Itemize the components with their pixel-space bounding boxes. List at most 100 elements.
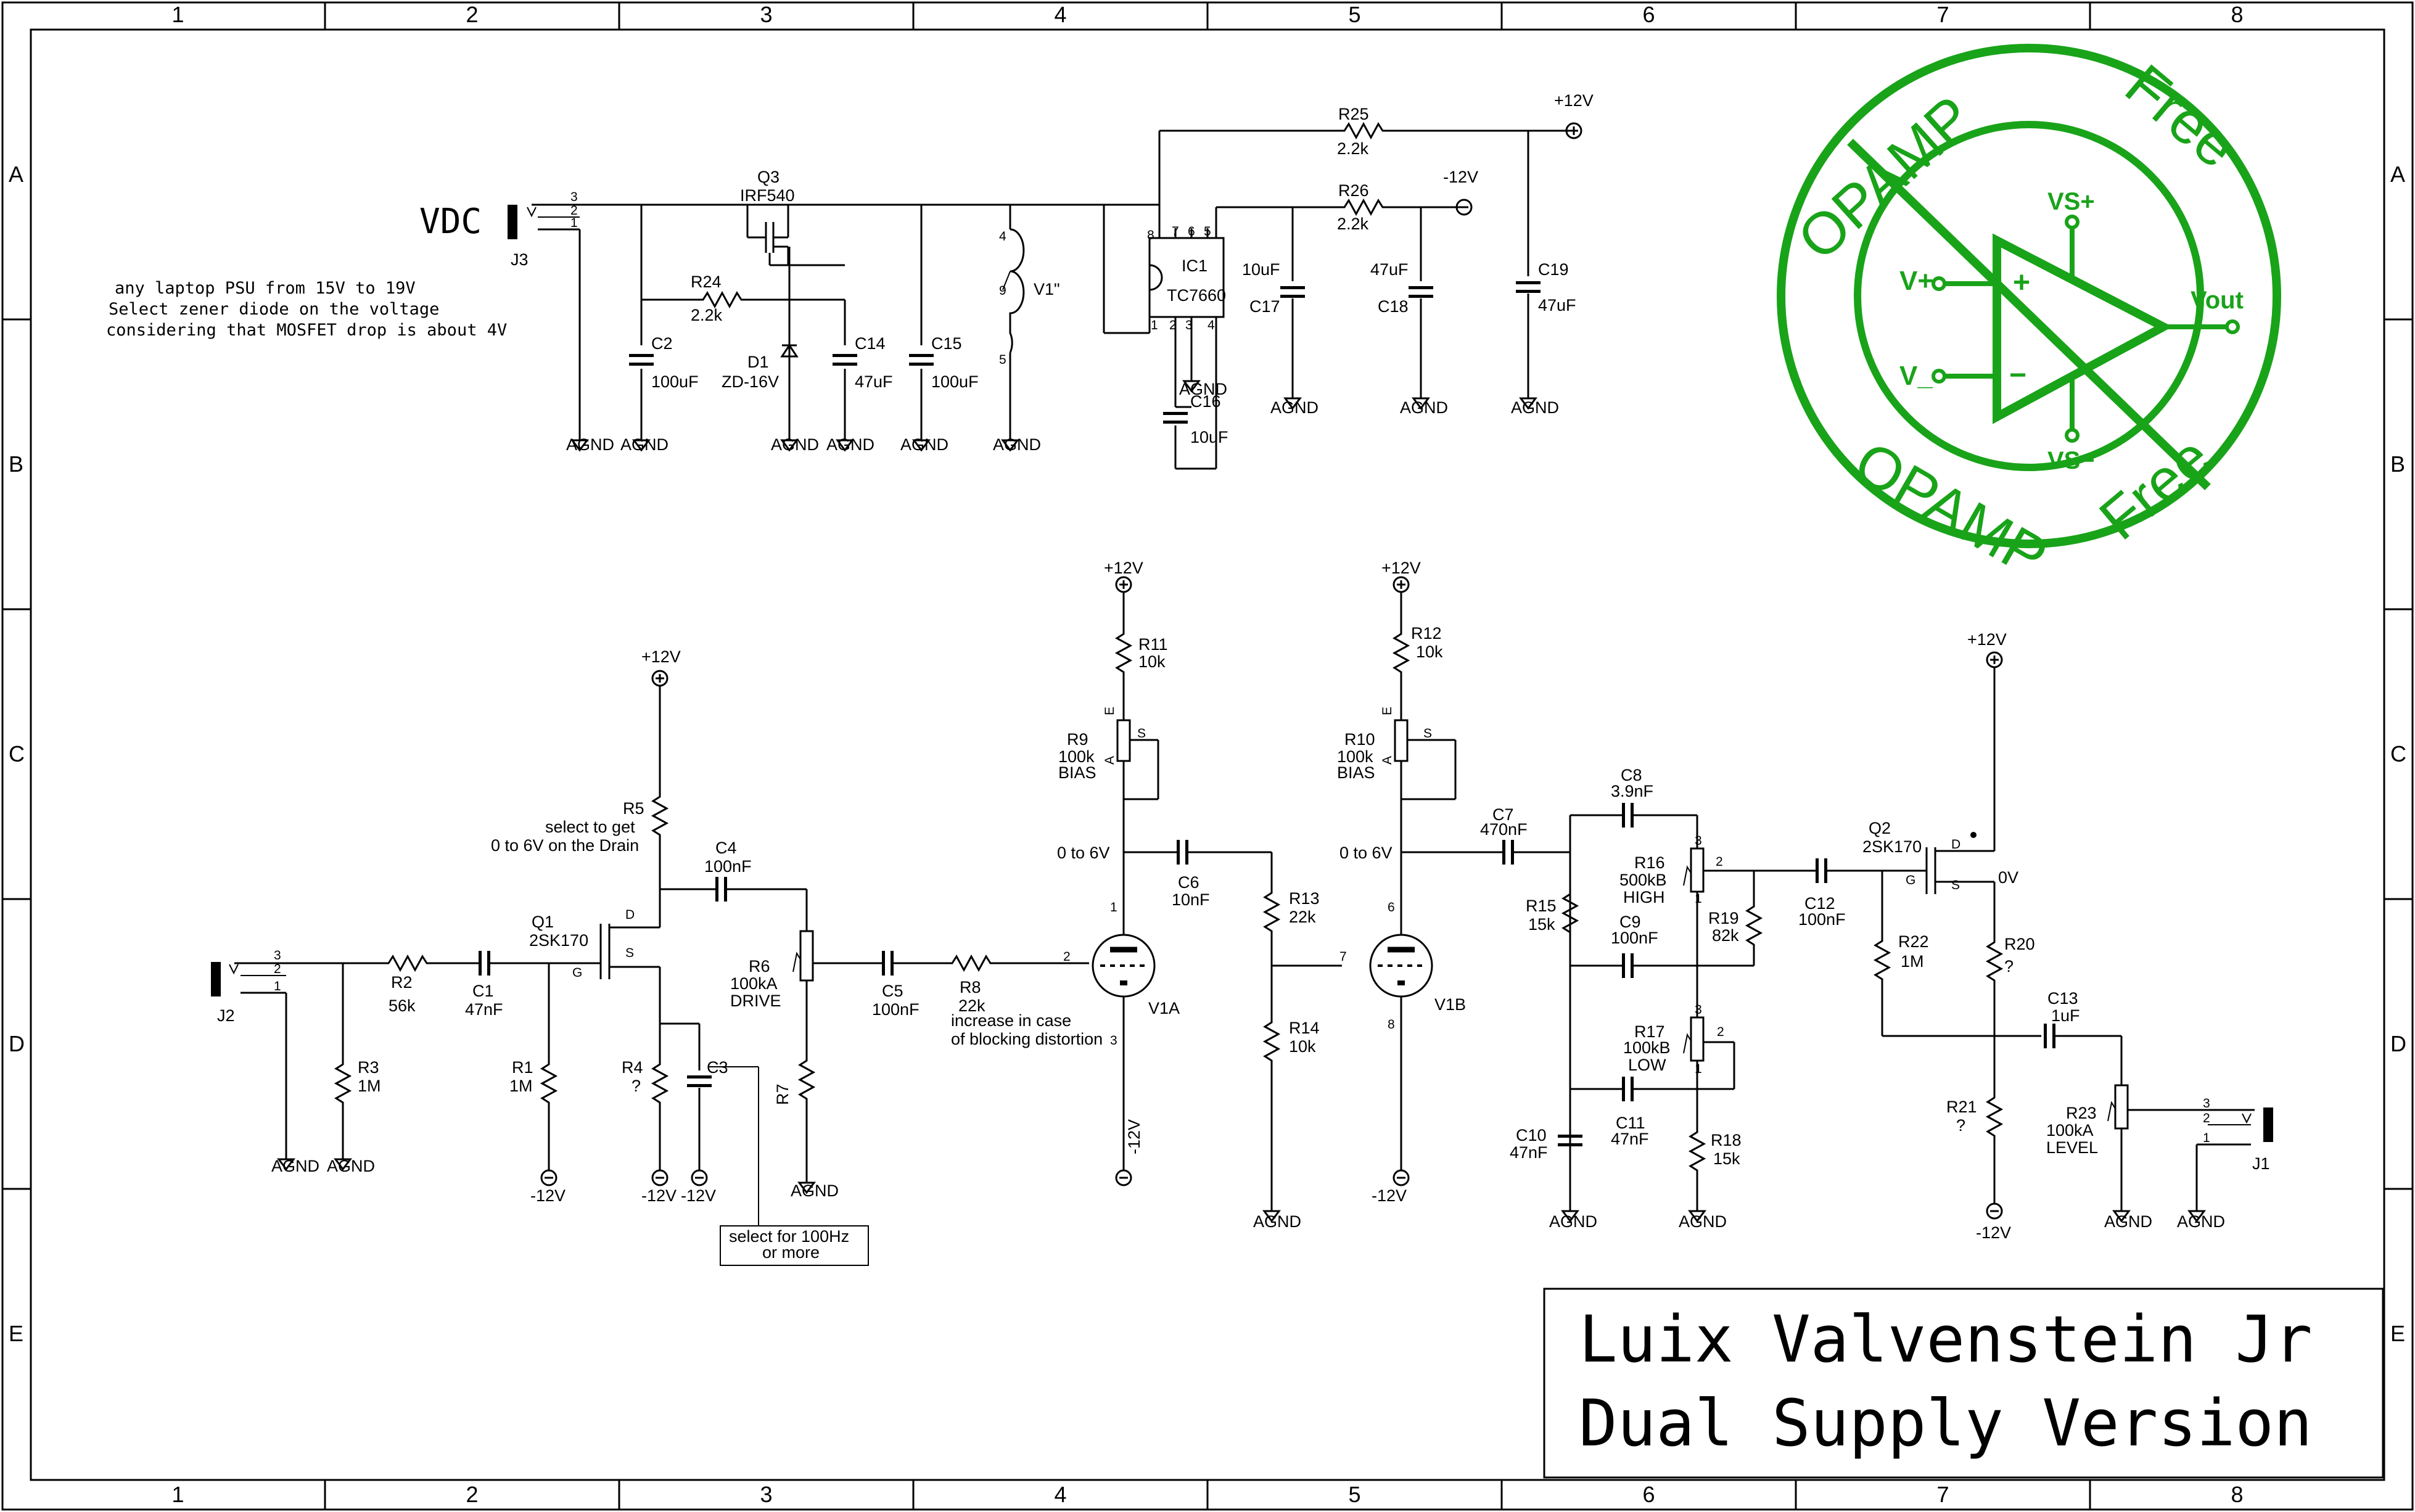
q2-label: Q2 bbox=[1869, 819, 1891, 837]
r7-label: R7 bbox=[773, 1083, 792, 1105]
r6-value: 100kA bbox=[730, 974, 778, 993]
j3-pin2: 2 bbox=[570, 203, 578, 218]
r9-pot[interactable] bbox=[1116, 719, 1131, 762]
r17-pot[interactable] bbox=[1690, 1016, 1705, 1062]
q3-label: Q3 bbox=[757, 168, 780, 186]
r19-value: 82k bbox=[1712, 926, 1739, 945]
c9-value: 100nF bbox=[1611, 929, 1658, 947]
j3-pin1: 1 bbox=[570, 216, 578, 230]
r23-pot[interactable] bbox=[2114, 1084, 2129, 1130]
r9-pin-e: E bbox=[1103, 707, 1117, 715]
c2-value: 100uF bbox=[651, 372, 699, 391]
c12-label: C12 bbox=[1804, 894, 1835, 913]
r3-value: 1M bbox=[358, 1077, 381, 1095]
j3-jack[interactable] bbox=[508, 205, 517, 239]
q2-gate: G bbox=[1906, 873, 1915, 887]
logo-plus: + bbox=[2013, 266, 2030, 299]
c14-label: C14 bbox=[855, 334, 886, 353]
c8-value: 3.9nF bbox=[1611, 782, 1653, 800]
svg-text:1: 1 bbox=[1110, 900, 1117, 914]
r5-note-2: 0 to 6V on the Drain bbox=[491, 836, 639, 855]
pos12-label: +12V bbox=[1381, 559, 1421, 577]
c10-value: 47nF bbox=[1510, 1143, 1548, 1162]
j1-jack[interactable] bbox=[2263, 1107, 2273, 1142]
c7-value: 470nF bbox=[1480, 820, 1528, 839]
r11-label: R11 bbox=[1138, 635, 1168, 654]
agnd-label: AGND bbox=[620, 435, 669, 454]
ic1-pin: 2 bbox=[1169, 318, 1177, 332]
j2-jack[interactable] bbox=[211, 962, 221, 996]
r23-name: LEVEL bbox=[2046, 1138, 2098, 1157]
agnd-label: AGND bbox=[2104, 1212, 2152, 1231]
c3-note-1: select for 100Hz bbox=[729, 1227, 849, 1246]
c17-label: C17 bbox=[1249, 297, 1280, 316]
c18-value: 47uF bbox=[1370, 260, 1409, 279]
j1-pin1: 1 bbox=[2203, 1131, 2210, 1145]
ic1-pin: 5 bbox=[1204, 224, 1211, 239]
tone-stack: C8 3.9nF R15 15k C9 100nF 2 3 1 R16 500k… bbox=[1510, 766, 1895, 1231]
v1a-label: V1A bbox=[1148, 999, 1180, 1017]
agnd-label: AGND bbox=[1179, 380, 1227, 398]
c13-label: C13 bbox=[2047, 989, 2078, 1008]
r24-label: R24 bbox=[691, 273, 722, 291]
j2-label: J2 bbox=[217, 1006, 235, 1025]
c17-value: 10uF bbox=[1242, 260, 1280, 279]
c1-value: 47nF bbox=[465, 1000, 503, 1019]
r9-value: 100k bbox=[1058, 747, 1095, 766]
c2-label: C2 bbox=[651, 334, 673, 353]
c10-label: C10 bbox=[1516, 1126, 1547, 1144]
opamp-free-logo: V+ V_ VS+ VS− Vout + − OPAMP Free OPAMP … bbox=[1777, 44, 2281, 591]
neg12-label: -12V bbox=[530, 1186, 566, 1205]
ic1-pin: 1 bbox=[1151, 318, 1158, 332]
c6-value: 10nF bbox=[1172, 890, 1210, 909]
r1-label: R1 bbox=[512, 1058, 533, 1077]
row-letter: A bbox=[9, 162, 23, 187]
r8-note-1: increase in case bbox=[951, 1011, 1071, 1030]
c5-value: 100nF bbox=[872, 1000, 920, 1019]
ic1-pin: 3 bbox=[1185, 318, 1193, 332]
r23-label: R23 bbox=[2066, 1104, 2097, 1122]
row-letter: E bbox=[9, 1321, 23, 1346]
r21-value: ? bbox=[1956, 1116, 1965, 1135]
logo-vminus: V_ bbox=[1899, 361, 1933, 391]
svg-text:1: 1 bbox=[1695, 892, 1702, 906]
c1-label: C1 bbox=[472, 982, 494, 1000]
q2-type: 2SK170 bbox=[1862, 837, 1922, 856]
vdc-label: VDC bbox=[419, 202, 482, 242]
neg12-label: -12V bbox=[641, 1186, 677, 1205]
title-line-1: Luix Valvenstein Jr bbox=[1579, 1302, 2313, 1377]
r23-value: 100kA bbox=[2046, 1121, 2094, 1140]
ic1-type: TC7660 bbox=[1167, 286, 1226, 305]
r4-label: R4 bbox=[622, 1058, 643, 1077]
output-stage: D S G Q2 2SK170 +12V 0V R22 1M R20 ? -12… bbox=[1862, 630, 2273, 1242]
r18-value: 15k bbox=[1713, 1149, 1740, 1168]
r10-pin-s: S bbox=[1423, 726, 1432, 741]
q1-type: 2SK170 bbox=[529, 931, 588, 950]
q2-source-voltage: 0V bbox=[1998, 868, 2018, 887]
c19-label: C19 bbox=[1538, 260, 1569, 279]
agnd-label: AGND bbox=[1400, 398, 1448, 417]
r16-pot[interactable] bbox=[1690, 847, 1705, 893]
logo-bottom-text: OPAMP bbox=[1844, 429, 2059, 591]
column-number: 4 bbox=[1055, 2, 1067, 27]
r22-value: 1M bbox=[1901, 952, 1924, 971]
svg-text:3: 3 bbox=[1695, 834, 1702, 848]
r10-value: 100k bbox=[1337, 747, 1373, 766]
ic1-pin: 8 bbox=[1147, 228, 1154, 242]
ic1-label: IC1 bbox=[1182, 257, 1208, 275]
column-number: 5 bbox=[1349, 1482, 1361, 1507]
agnd-label: AGND bbox=[1270, 398, 1319, 417]
r8-label: R8 bbox=[960, 978, 981, 996]
column-number: 4 bbox=[1055, 1482, 1067, 1507]
r26-value: 2.2k bbox=[1337, 215, 1369, 233]
r10-name: BIAS bbox=[1337, 763, 1375, 782]
row-letter: B bbox=[2390, 451, 2405, 477]
psu-note-2: Select zener diode on the voltage bbox=[109, 300, 439, 319]
r3-label: R3 bbox=[358, 1058, 379, 1077]
r6-pot[interactable] bbox=[799, 930, 814, 982]
r10-pot[interactable] bbox=[1394, 719, 1409, 762]
svg-text:2: 2 bbox=[1063, 950, 1071, 964]
r17-value: 100kB bbox=[1623, 1038, 1671, 1057]
pos12-label: +12V bbox=[641, 647, 681, 666]
